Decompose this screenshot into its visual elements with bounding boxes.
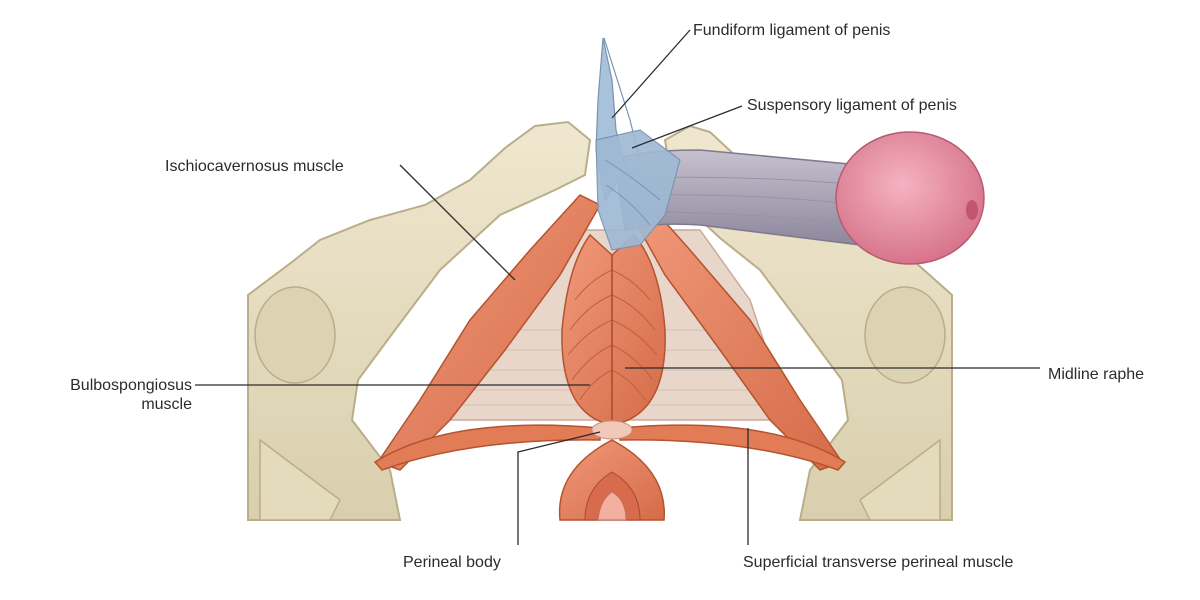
label-bulbospongiosus-line2: muscle [141,396,192,413]
leader-suspensory [631,105,743,149]
glans [835,131,985,265]
leader-ischiocavernosus [399,164,516,281]
leader-perineal-body [517,431,601,545]
perineal-body [591,420,633,440]
label-bulbospongiosus-line1: Bulbospongiosus [70,377,192,394]
label-ischiocavernosus-muscle: Ischiocavernosus muscle [165,158,344,175]
leader-fundiform [611,29,691,119]
label-suspensory-ligament: Suspensory ligament of penis [747,97,957,114]
suspensory-ligament [595,129,681,251]
label-perineal-body: Perineal body [403,554,501,571]
label-midline-raphe: Midline raphe [1048,366,1145,383]
leader-lines [195,29,1040,545]
bulbospongiosus-muscle [561,233,666,426]
label-fundiform-ligament: Fundiform ligament of penis [693,22,891,39]
label-superficial-transverse-perineal-muscle: Superficial transverse perineal muscle [743,554,1014,571]
label-bulbospongiosus-muscle: Bulbospongiosus muscle [30,376,192,414]
bulbospongiosus-fibers [567,269,658,401]
anal-sphincter [558,439,665,521]
